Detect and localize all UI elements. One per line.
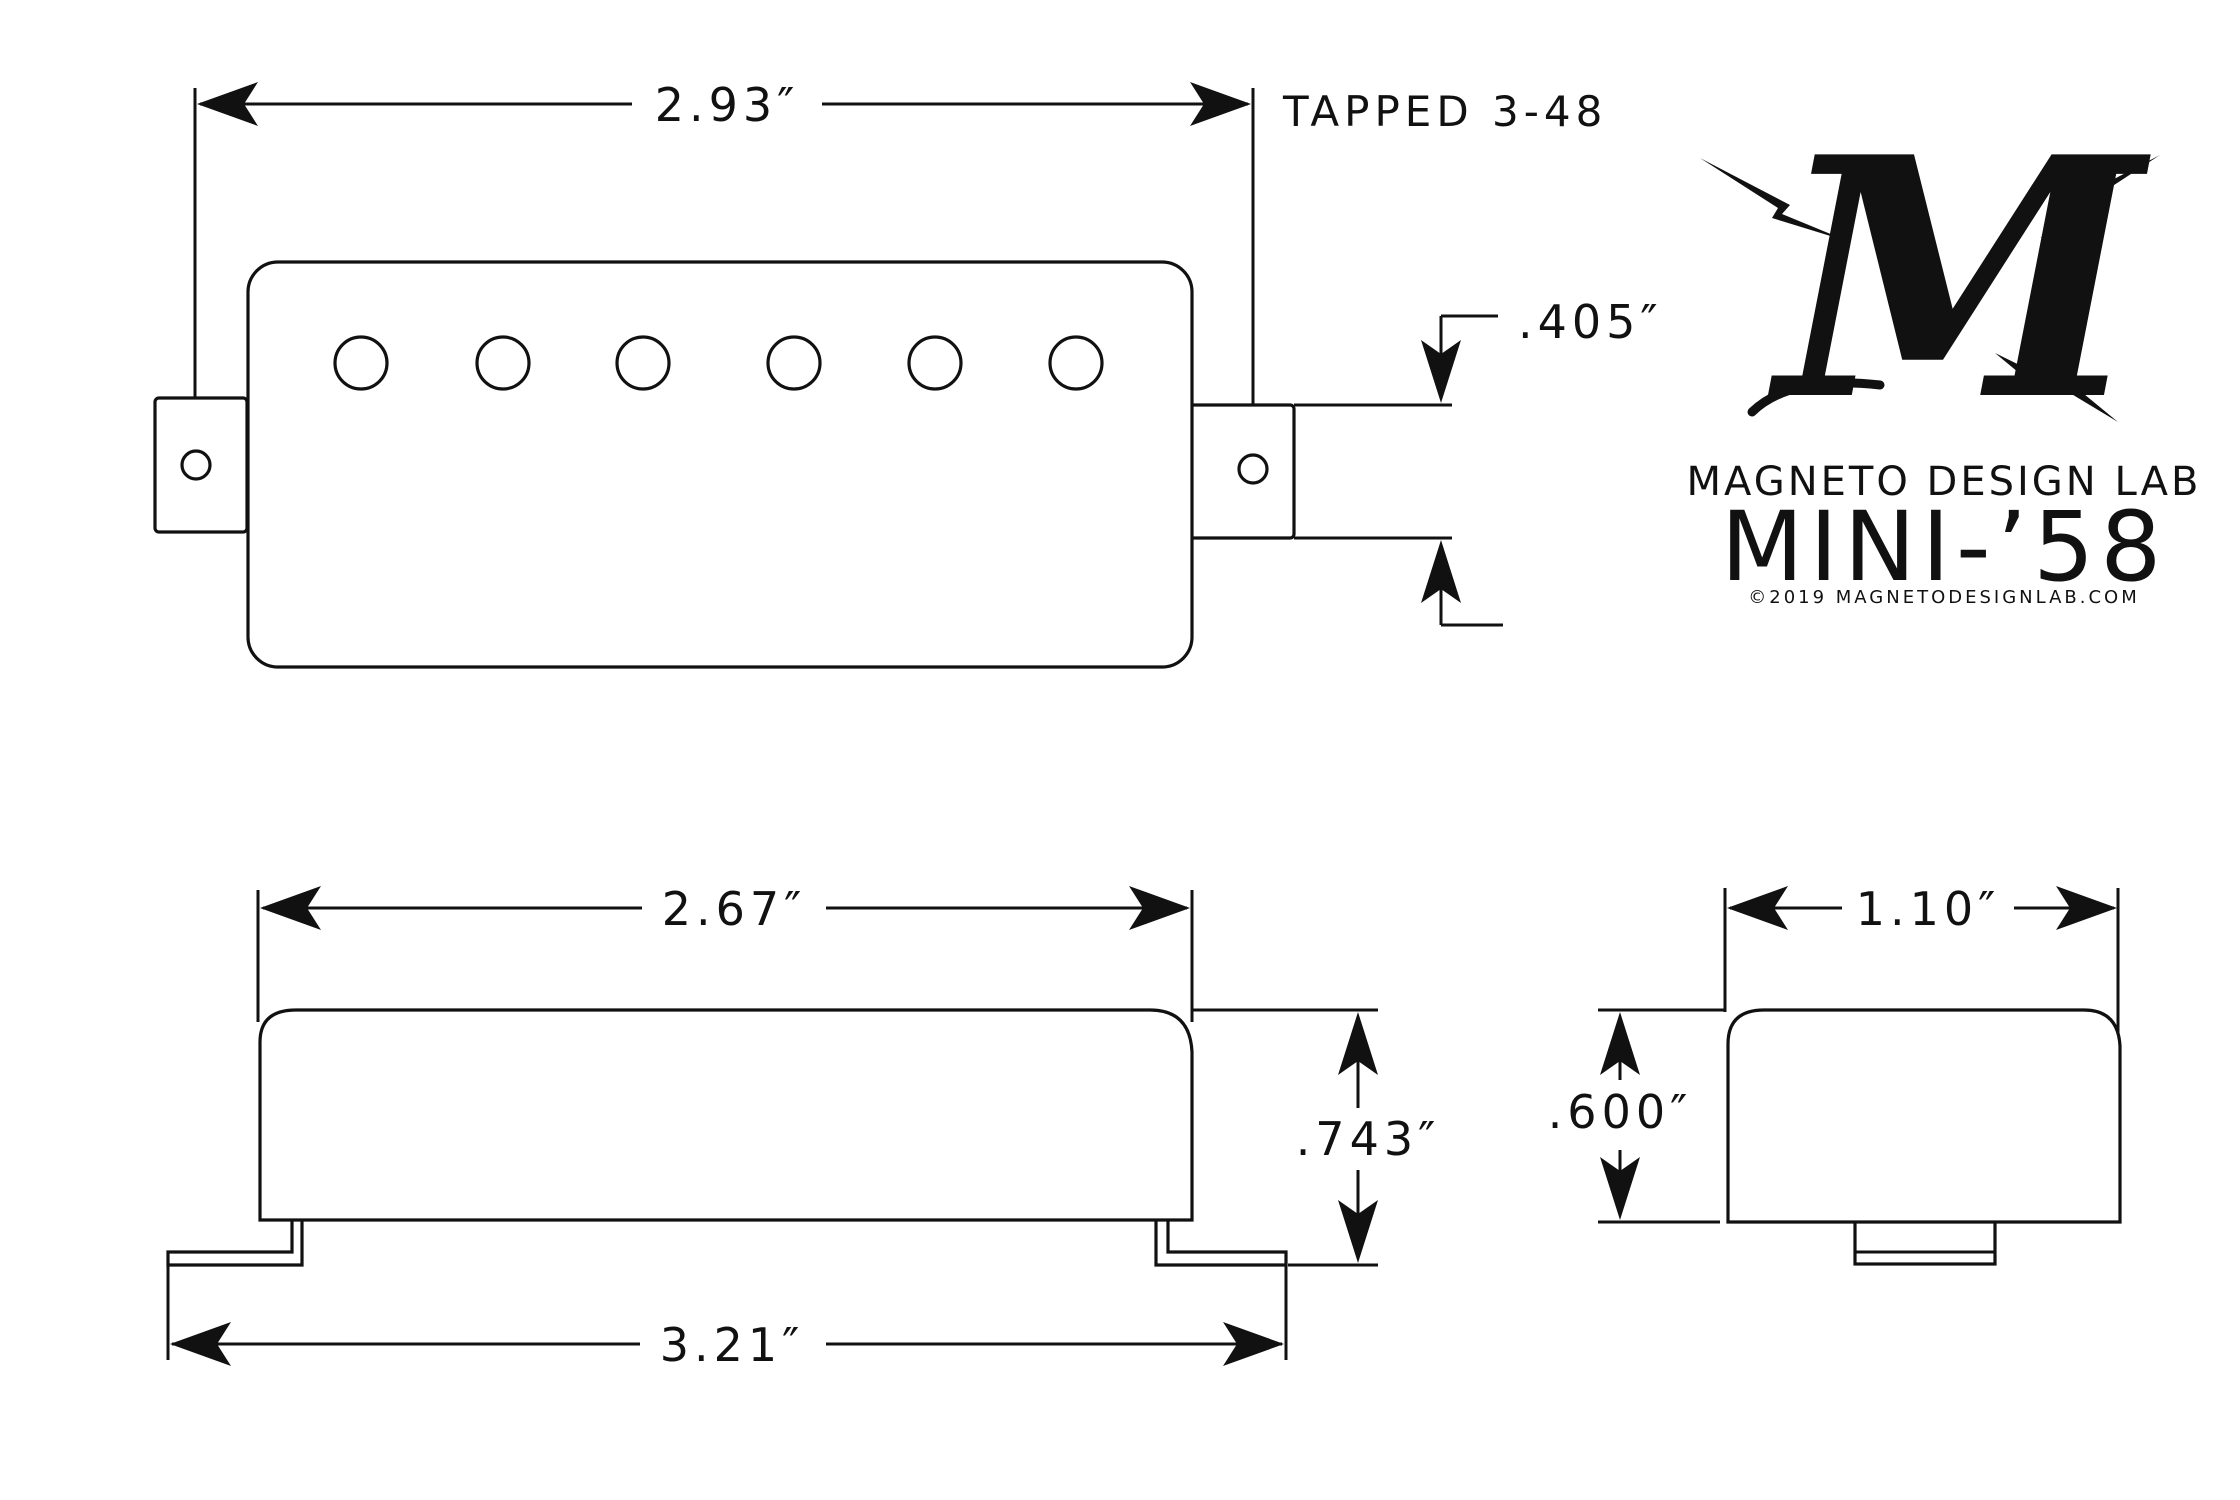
arrowhead — [1338, 1012, 1378, 1075]
left-base-foot — [166, 1217, 304, 1267]
pole-piece-2 — [475, 335, 531, 391]
arrowhead — [1727, 886, 1788, 930]
pole-piece-3 — [615, 335, 671, 391]
brand-block: M MAGNETO DESIGN LAB MINI-’58 ©2019 MAGN… — [1687, 85, 2202, 608]
pole-piece-4 — [766, 335, 822, 391]
dim-label-overall-length: 3.21″ — [660, 1318, 805, 1372]
arrowhead — [1600, 1157, 1640, 1220]
dim-label-side-height: .743″ — [1296, 1112, 1441, 1166]
end-view: 1.10″ .600″ — [1548, 882, 2122, 1266]
pickup-cover-end — [1726, 1008, 2122, 1224]
pole-piece-5 — [907, 335, 963, 391]
lightning-bolt-icon — [1995, 353, 2118, 422]
arrowhead — [1338, 1200, 1378, 1263]
company-name: MAGNETO DESIGN LAB — [1687, 459, 2202, 505]
dim-label-height-gap: .405″ — [1518, 295, 1663, 349]
arrowhead — [1600, 1012, 1640, 1075]
dim-label-side-cover-length: 2.67″ — [662, 882, 807, 936]
end-base-tab — [1853, 1218, 1997, 1266]
arrowhead — [1421, 540, 1461, 603]
arrowhead — [260, 886, 321, 930]
arrowhead — [1129, 886, 1190, 930]
arrowhead — [1190, 82, 1251, 126]
right-mounting-hole — [1237, 453, 1269, 485]
pickup-cover-side — [258, 1008, 1194, 1222]
arrowhead — [197, 82, 258, 126]
left-mounting-hole — [180, 449, 212, 481]
dim-label-end-height: .600″ — [1548, 1085, 1693, 1139]
pole-piece-1 — [333, 335, 389, 391]
brand-logo-mark: M — [1767, 85, 2154, 473]
dim-label-top-length: 2.93″ — [655, 78, 800, 132]
logo-swash — [1747, 378, 1885, 417]
note-tapped: TAPPED 3-48 — [1282, 87, 1607, 136]
right-base-foot — [1154, 1217, 1288, 1267]
arrowhead — [1223, 1322, 1284, 1366]
pole-piece-6 — [1048, 335, 1104, 391]
arrowhead — [2056, 886, 2117, 930]
lightning-bolt-icon — [1700, 158, 1850, 242]
model-name: MINI-’58 — [1721, 491, 2168, 603]
copyright-notice: ©2019 MAGNETODESIGNLAB.COM — [1748, 587, 2139, 608]
top-view: 2.93″ TAPPED 3-48 .405″ — [153, 78, 1663, 669]
dim-label-end-width: 1.10″ — [1856, 882, 2001, 936]
arrowhead — [1421, 340, 1461, 403]
side-view: 2.67″ .743″ 3.21″ — [166, 882, 1441, 1372]
lightning-bolt-icon — [2040, 155, 2160, 238]
pickup-cover-top — [246, 260, 1194, 669]
arrowhead — [170, 1322, 231, 1366]
